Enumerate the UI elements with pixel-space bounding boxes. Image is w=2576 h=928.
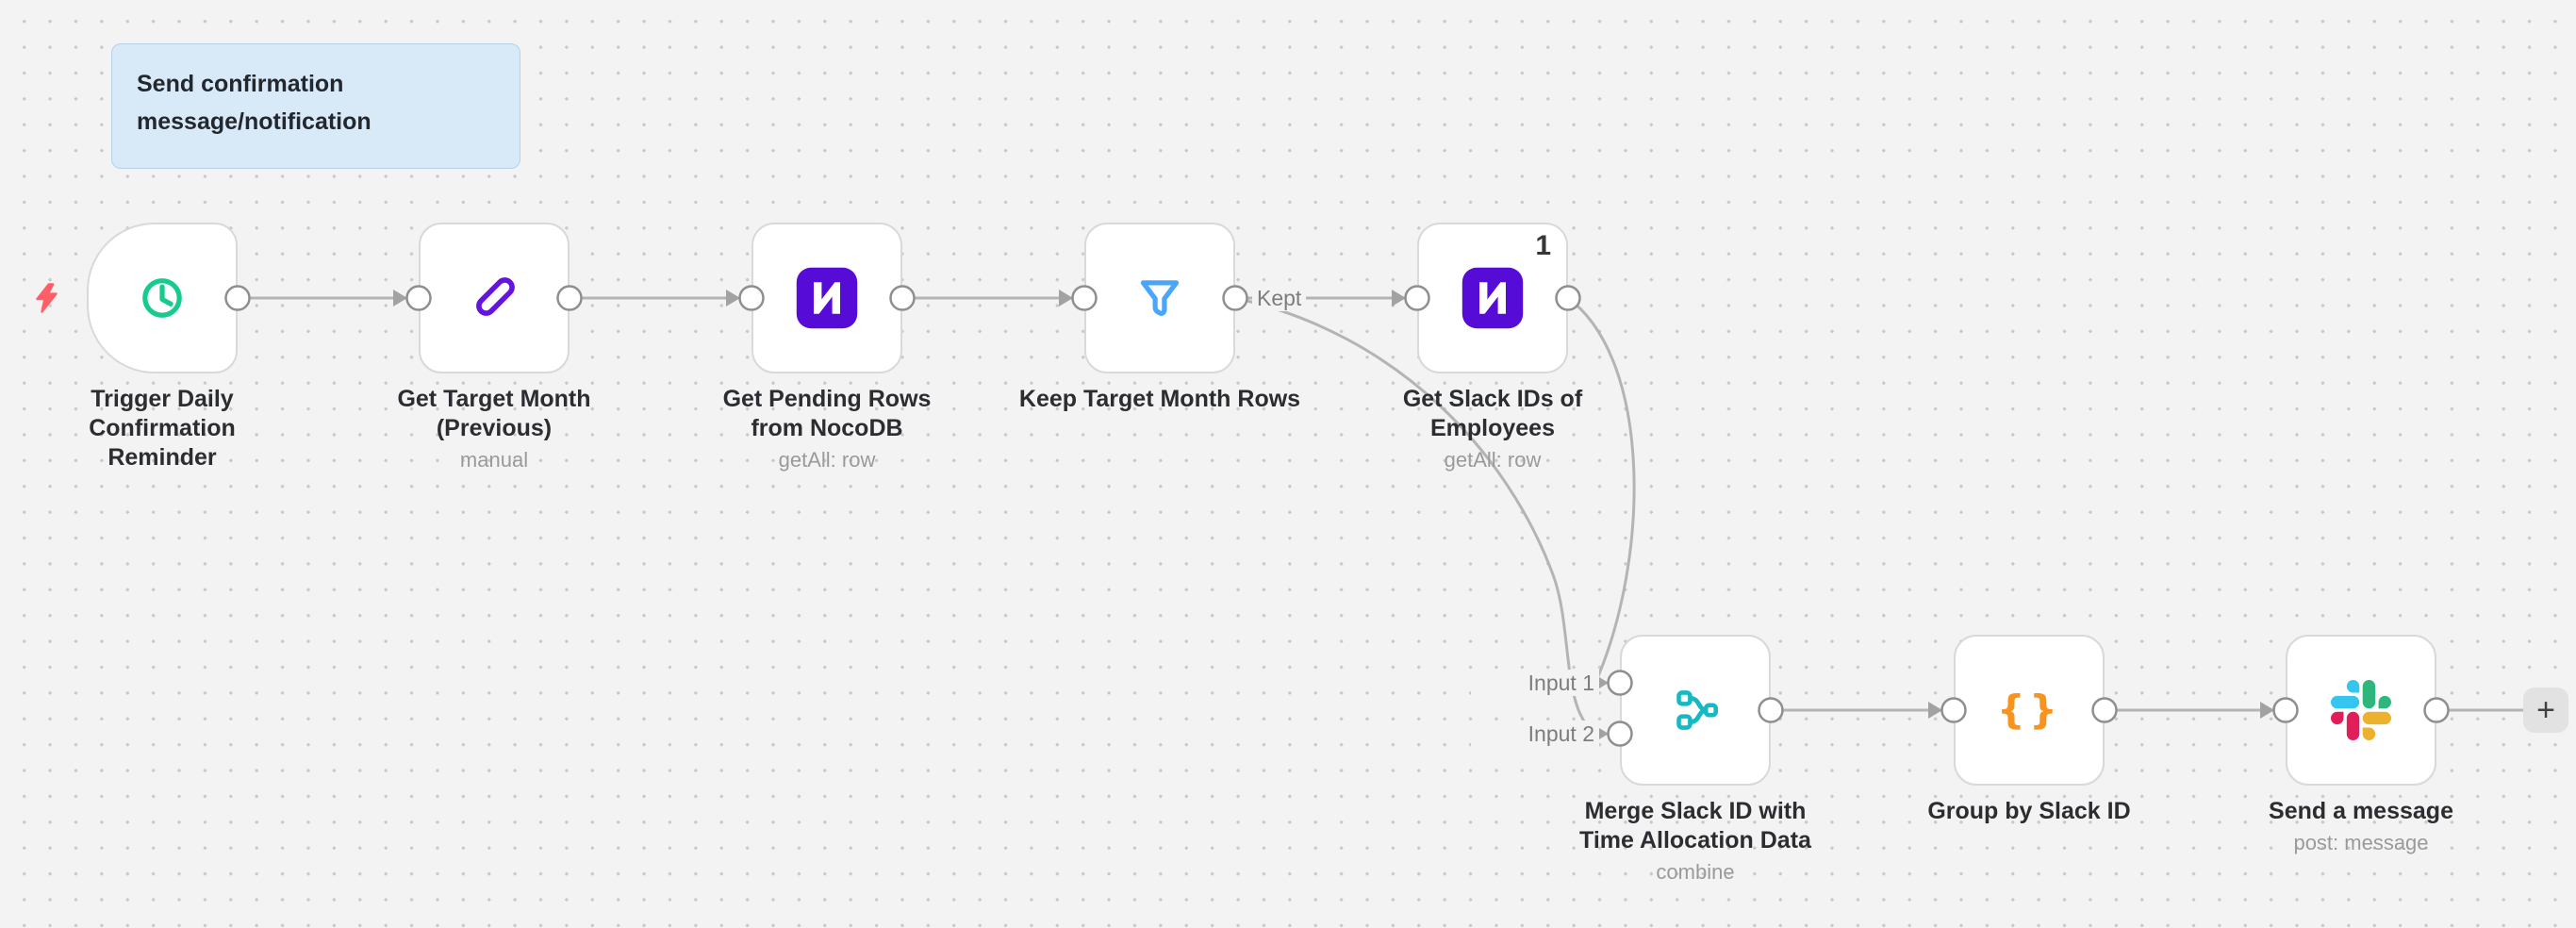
node-title: Trigger Daily Confirmation Reminder — [89, 386, 236, 471]
node-subtitle: post: message — [2293, 831, 2429, 854]
pencil-icon — [476, 277, 515, 316]
node-get-target-month[interactable] — [419, 223, 570, 373]
slack-icon — [2331, 680, 2391, 740]
node-label-trigger: Trigger Daily Confirmation Reminder — [35, 385, 289, 472]
arrowhead — [393, 290, 407, 307]
node-title: Keep Target Month Rows — [1018, 386, 1301, 412]
node-label-get-slack-ids: Get Slack IDs of Employees getAll: row — [1379, 385, 1606, 472]
arrowhead — [1059, 290, 1073, 307]
node-title: Send a message — [2269, 798, 2453, 824]
node-subtitle: getAll: row — [778, 448, 876, 472]
node-label-get-target-month: Get Target Month (Previous) manual — [367, 385, 621, 472]
svg-text:{}: {} — [1997, 687, 2061, 733]
node-title: Get Pending Rows from NocoDB — [722, 386, 932, 441]
node-label-send-message: Send a message post: message — [2172, 797, 2550, 855]
plus-icon: + — [2536, 692, 2555, 728]
node-keep-target-month-rows[interactable] — [1084, 223, 1235, 373]
filter-funnel-icon — [1140, 280, 1180, 316]
sticky-note-text: Send confirmation message/notification — [137, 71, 372, 135]
node-label-group-by: Group by Slack ID — [1841, 797, 2218, 826]
node-subtitle: combine — [1656, 860, 1735, 884]
nocodb-icon — [1461, 267, 1524, 329]
arrowhead — [1928, 702, 1942, 719]
arrowhead — [2260, 702, 2274, 719]
node-group-by-slack-id[interactable]: {} — [1954, 635, 2105, 786]
node-title: Group by Slack ID — [1927, 798, 2131, 824]
node-merge[interactable] — [1620, 635, 1771, 786]
merge-icon — [1676, 690, 1718, 730]
connection-slackids-to-merge-input1 — [1567, 296, 1636, 684]
code-braces-icon: {} — [1997, 687, 2061, 733]
node-label-merge: Merge Slack ID with Time Allocation Data… — [1573, 797, 1818, 885]
node-title: Get Target Month (Previous) — [397, 386, 591, 441]
nocodb-icon — [796, 267, 858, 329]
arrowhead — [726, 290, 740, 307]
add-node-button[interactable]: + — [2523, 688, 2568, 733]
node-label-get-pending-rows: Get Pending Rows from NocoDB getAll: row — [695, 385, 959, 472]
node-trigger-daily-confirmation-reminder[interactable] — [87, 223, 238, 373]
node-get-slack-ids[interactable]: 1 — [1417, 223, 1568, 373]
sticky-note[interactable]: Send confirmation message/notification — [111, 43, 520, 169]
node-title: Get Slack IDs of Employees — [1402, 386, 1583, 441]
lightning-bolt-icon — [36, 283, 58, 313]
node-send-a-message[interactable] — [2286, 635, 2436, 786]
node-label-keep-rows: Keep Target Month Rows — [971, 385, 1348, 414]
merge-input1-label: Input 1 — [1471, 670, 1599, 696]
output-branch-label-kept: Kept — [1252, 285, 1307, 311]
node-title: Merge Slack ID with Time Allocation Data — [1579, 798, 1811, 853]
items-count-badge: 1 — [1535, 230, 1551, 261]
clock-icon — [142, 278, 182, 318]
arrowhead — [1392, 290, 1406, 307]
node-subtitle: manual — [459, 448, 529, 472]
node-subtitle: getAll: row — [1444, 448, 1542, 472]
merge-input2-label: Input 2 — [1471, 721, 1599, 747]
node-get-pending-rows-nocodb[interactable] — [751, 223, 902, 373]
